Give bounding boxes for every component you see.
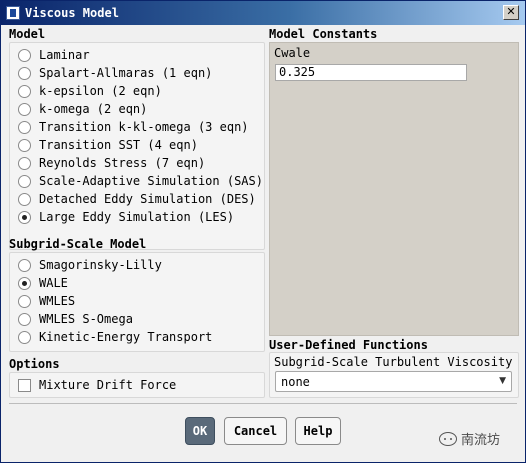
subgrid-heading: Subgrid-Scale Model [9,237,147,251]
watermark: 南流坊 [439,429,500,448]
ok-button[interactable]: OK [185,417,215,445]
udf-group: Subgrid-Scale Turbulent Viscosity none ▼ [269,352,519,398]
close-button[interactable]: ✕ [503,5,519,20]
options-group: Mixture Drift Force [9,372,265,398]
subgrid-radio[interactable] [18,330,31,344]
chevron-down-icon: ▼ [499,376,506,386]
constants-heading: Model Constants [269,27,378,41]
model-option[interactable]: Spalart-Allmaras (1 eqn) [18,64,212,82]
model-radio[interactable] [18,210,31,224]
model-label: k-epsilon (2 eqn) [39,84,162,98]
model-radio[interactable] [18,48,31,62]
model-label: Reynolds Stress (7 eqn) [39,156,206,170]
model-radio[interactable] [18,84,31,98]
subgrid-label: Smagorinsky-Lilly [39,258,162,272]
subgrid-option[interactable]: WMLES [18,292,75,310]
subgrid-option[interactable]: Smagorinsky-Lilly [18,256,162,274]
help-button[interactable]: Help [295,417,341,445]
model-label: Transition SST (4 eqn) [39,138,198,152]
subgrid-radio[interactable] [18,312,31,326]
window-title: Viscous Model [25,6,119,20]
mixture-drift-force-label: Mixture Drift Force [39,378,177,392]
model-label: Scale-Adaptive Simulation (SAS) [39,174,263,188]
title-bar[interactable]: Viscous Model ✕ [1,1,525,25]
cwale-input[interactable]: 0.325 [275,64,467,81]
model-label: Detached Eddy Simulation (DES) [39,192,256,206]
model-radio[interactable] [18,120,31,134]
mixture-drift-force-checkbox[interactable] [18,378,31,392]
subgrid-radio[interactable] [18,258,31,272]
model-label: Laminar [39,48,90,62]
subgrid-label: WMLES [39,294,76,308]
subgrid-radio[interactable] [18,294,31,308]
subgrid-viscosity-value: none [281,375,310,389]
button-separator [9,403,517,404]
model-radio[interactable] [18,102,31,116]
model-radio[interactable] [18,192,31,206]
model-radio[interactable] [18,156,31,170]
subgrid-option[interactable]: WALE [18,274,68,292]
model-radio[interactable] [18,138,31,152]
watermark-text: 南流坊 [461,433,501,448]
udf-heading: User-Defined Functions [269,338,428,352]
model-option[interactable]: Scale-Adaptive Simulation (SAS) [18,172,263,190]
constants-panel: Cwale 0.325 [269,42,519,336]
subgrid-viscosity-label: Subgrid-Scale Turbulent Viscosity [274,355,513,369]
model-label: k-omega (2 eqn) [39,102,148,116]
model-option[interactable]: Transition k-kl-omega (3 eqn) [18,118,249,136]
options-heading: Options [9,357,60,371]
subgrid-option[interactable]: WMLES S-Omega [18,310,133,328]
subgrid-viscosity-dropdown[interactable]: none ▼ [275,371,512,392]
model-label: Large Eddy Simulation (LES) [39,210,235,224]
subgrid-label: WALE [39,276,68,290]
model-option[interactable]: Transition SST (4 eqn) [18,136,198,154]
model-label: Transition k-kl-omega (3 eqn) [39,120,249,134]
model-option[interactable]: Large Eddy Simulation (LES) [18,208,234,226]
subgrid-label: Kinetic-Energy Transport [39,330,213,344]
model-radio[interactable] [18,174,31,188]
subgrid-label: WMLES S-Omega [39,312,133,326]
app-icon [6,6,20,20]
chat-bubble-icon [439,431,457,446]
model-radio[interactable] [18,66,31,80]
model-option[interactable]: Detached Eddy Simulation (DES) [18,190,256,208]
mixture-drift-force-option[interactable]: Mixture Drift Force [18,376,176,394]
model-option[interactable]: k-epsilon (2 eqn) [18,82,162,100]
subgrid-option[interactable]: Kinetic-Energy Transport [18,328,212,346]
subgrid-radio[interactable] [18,276,31,290]
model-heading: Model [9,27,46,41]
model-option[interactable]: Laminar [18,46,90,64]
cwale-label: Cwale [274,46,311,60]
model-option[interactable]: Reynolds Stress (7 eqn) [18,154,205,172]
model-option[interactable]: k-omega (2 eqn) [18,100,147,118]
model-label: Spalart-Allmaras (1 eqn) [39,66,213,80]
cancel-button[interactable]: Cancel [224,417,287,445]
